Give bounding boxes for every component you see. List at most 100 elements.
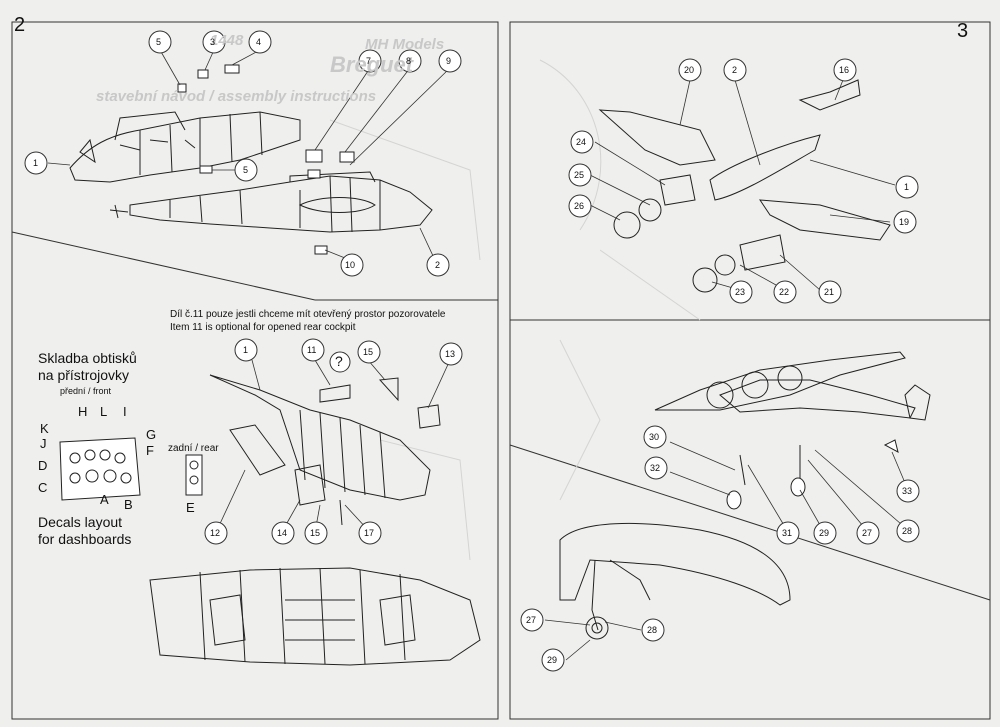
callout-d6 xyxy=(896,519,920,543)
decal-letter: E xyxy=(186,500,195,515)
callout-c1 xyxy=(678,58,702,82)
part-label: 27 xyxy=(526,615,537,625)
part-label: 21 xyxy=(824,287,835,297)
callout-a6 xyxy=(438,49,462,73)
callout-d1 xyxy=(643,425,667,449)
decal-letter: I xyxy=(123,404,127,419)
callout-c7 xyxy=(895,175,919,199)
decal-letter: D xyxy=(38,458,48,473)
part-label: 32 xyxy=(650,463,661,473)
part-label: 1 xyxy=(33,158,39,168)
ghost-subtitle: stavební návod / assembly instructions xyxy=(96,88,377,105)
callout-b9 xyxy=(358,521,382,545)
part-label: 14 xyxy=(277,528,288,538)
part-label: 33 xyxy=(902,486,913,496)
part-label: 4 xyxy=(256,37,262,47)
callout-e3 xyxy=(541,648,565,672)
callout-a5 xyxy=(398,49,422,73)
callout-c3 xyxy=(833,58,857,82)
callout-a3 xyxy=(248,30,272,54)
part-label: 24 xyxy=(576,137,587,147)
part-label: 12 xyxy=(210,528,221,538)
fuselage-half-right xyxy=(109,171,433,233)
part-label: 1 xyxy=(904,182,910,192)
decals-title-cz-line1: Skladba obtisků xyxy=(38,350,137,366)
callout-c2 xyxy=(723,58,747,82)
part-label: 3 xyxy=(210,37,216,47)
part-label: ? xyxy=(335,353,343,369)
decal-letter: H xyxy=(78,404,88,419)
decal-letter: F xyxy=(146,443,154,458)
callout-c6 xyxy=(568,194,592,218)
callout-d4 xyxy=(813,521,837,545)
callout-b1 xyxy=(234,338,258,362)
callout-a10 xyxy=(426,253,450,277)
part-label: 5 xyxy=(243,165,249,175)
callout-b4 xyxy=(357,340,381,364)
callout-b5 xyxy=(439,342,463,366)
page-number-right: 3 xyxy=(957,20,969,42)
part-label: 7 xyxy=(366,56,372,66)
decals-title-en-line2: for dashboards xyxy=(38,531,132,547)
page-number-left: 2 xyxy=(14,14,26,36)
part-label: 23 xyxy=(735,287,746,297)
right-page-frame xyxy=(509,21,991,720)
left-page-frame xyxy=(11,21,499,720)
part-label: 16 xyxy=(839,65,850,75)
decal-letter: G xyxy=(146,427,157,442)
callout-c9 xyxy=(729,280,753,304)
callout-b6 xyxy=(204,521,228,545)
callout-a1 xyxy=(148,30,172,54)
part-label: 22 xyxy=(779,287,790,297)
part-label: 19 xyxy=(899,217,910,227)
callout-d5 xyxy=(856,521,880,545)
callout-e1 xyxy=(520,608,544,632)
decals-title-cz-line2: na přístrojovky xyxy=(38,367,130,383)
callout-c10 xyxy=(773,280,797,304)
callout-a4 xyxy=(358,49,382,73)
part-label: 9 xyxy=(446,56,452,66)
callout-d2 xyxy=(644,456,668,480)
dashboard-decals xyxy=(59,437,203,501)
part-label: 28 xyxy=(647,625,658,635)
part-label: 13 xyxy=(445,349,456,359)
callout-d7 xyxy=(896,479,920,503)
ghost-brand: MH Models xyxy=(365,36,445,53)
part-label: 27 xyxy=(862,528,873,538)
decal-letter: L xyxy=(100,404,108,419)
optional-part-note-en: Item 11 is optional for opened rear cock… xyxy=(170,322,356,333)
callout-b2 xyxy=(301,338,325,362)
callout-c5 xyxy=(568,163,592,187)
callout-e2 xyxy=(641,618,665,642)
part-label: 25 xyxy=(574,170,585,180)
callout-b7 xyxy=(271,521,295,545)
part-label: 26 xyxy=(574,201,585,211)
decal-letter: J xyxy=(40,436,47,451)
gear-bay-detail xyxy=(559,522,791,640)
part-label: 29 xyxy=(819,528,830,538)
decal-letter: A xyxy=(100,492,109,507)
callout-b8 xyxy=(304,521,328,545)
decal-letter: C xyxy=(38,480,48,495)
part-label: 20 xyxy=(684,65,695,75)
callout-a9 xyxy=(340,253,364,277)
callout-c8 xyxy=(893,210,917,234)
front-label: přední / front xyxy=(60,386,112,396)
callout-d3 xyxy=(776,521,800,545)
callout-c11 xyxy=(818,280,842,304)
part-label: 15 xyxy=(363,347,374,357)
fuselage-half-left xyxy=(69,111,301,183)
part-label: 29 xyxy=(547,655,558,665)
plane-assembled xyxy=(654,351,931,486)
callout-c4 xyxy=(570,130,594,154)
callout-b3 xyxy=(329,351,351,373)
decals-title-en-line1: Decals layout xyxy=(38,514,123,530)
divider-d xyxy=(509,444,991,601)
rear-label: zadní / rear xyxy=(168,443,219,454)
part-callouts xyxy=(24,30,920,672)
optional-part-note-cz: Díl č.11 pouze jestli chceme mít otevřen… xyxy=(170,309,446,320)
part-label: 17 xyxy=(364,528,375,538)
part-label: 10 xyxy=(345,260,356,270)
callout-a2 xyxy=(202,30,226,54)
